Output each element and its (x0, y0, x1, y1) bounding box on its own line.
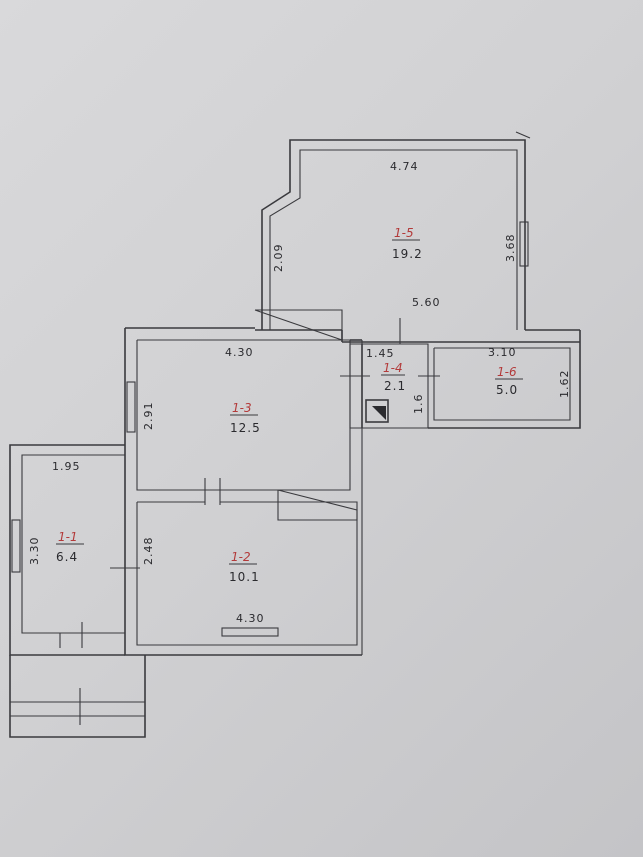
dim-1-1-top: 1.95 (52, 460, 81, 473)
room-area-1-1: 6.4 (56, 550, 78, 564)
dim-1-3-left: 2.91 (142, 402, 155, 431)
dim-1-1-left: 3.30 (28, 537, 41, 566)
room-area-1-6: 5.0 (496, 383, 518, 397)
window (519, 221, 529, 267)
window (11, 519, 21, 573)
room-area-1-3: 12.5 (230, 421, 261, 435)
balcony (9, 655, 146, 738)
dim-1-2-bottom: 4.30 (236, 612, 265, 625)
dim-1-6-top: 3.10 (488, 346, 517, 359)
room-1-3 (124, 327, 362, 656)
dim-1-4-top: 1.45 (366, 347, 395, 360)
door-swing (277, 489, 358, 521)
dim-1-4-right: 1.6 (412, 394, 425, 415)
dim-1-3-top: 4.30 (225, 346, 254, 359)
room-number-1-4: 1-4 (383, 361, 403, 375)
room-number-1-3: 1-3 (232, 401, 252, 415)
dim-1-5-left: 2.09 (272, 244, 285, 273)
room-1-6 (428, 330, 581, 429)
dim-1-2-left: 2.48 (142, 537, 155, 566)
room-1-1 (9, 444, 125, 656)
room-area-1-5: 19.2 (392, 247, 423, 261)
room-number-1-1: 1-1 (58, 530, 78, 544)
dim-1-6-right: 1.62 (558, 370, 571, 399)
room-1-5 (254, 139, 580, 343)
room-area-1-2: 10.1 (229, 570, 260, 584)
room-1-2 (136, 340, 363, 655)
room-area-1-4: 2.1 (384, 379, 406, 393)
dim-1-5-right: 3.68 (504, 234, 517, 263)
room-number-1-6: 1-6 (497, 365, 517, 379)
room-number-1-5: 1-5 (394, 226, 414, 240)
dim-1-5-top: 4.74 (390, 160, 419, 173)
dim-1-5-bottom: 5.60 (412, 296, 441, 309)
room-number-1-2: 1-2 (231, 550, 251, 564)
window (221, 627, 279, 637)
window (126, 381, 136, 433)
shaft-fill (372, 406, 386, 420)
door-swing (254, 309, 343, 341)
shaft (365, 399, 389, 423)
